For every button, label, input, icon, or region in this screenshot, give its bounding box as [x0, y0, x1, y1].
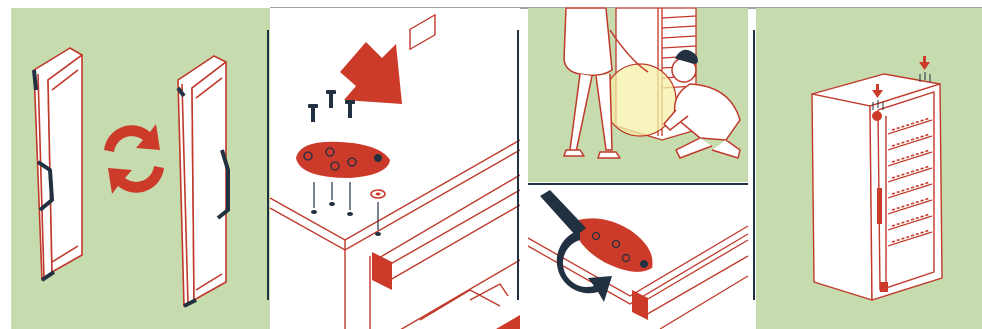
top-hinge: [872, 111, 882, 121]
hinge-pin: [374, 154, 382, 162]
panel-reassembly: [754, 8, 982, 329]
door-right-illustration: [178, 56, 228, 306]
door-handle: [877, 188, 882, 224]
panel-door-reversal: [12, 8, 270, 329]
panel-hinge-rotate: [528, 184, 748, 329]
bottom-hinge: [880, 282, 888, 292]
door-left-illustration: [34, 48, 82, 280]
panel-hinge-removal: [268, 8, 520, 329]
washer-icon: [371, 190, 385, 198]
hinge-pin: [640, 260, 648, 268]
